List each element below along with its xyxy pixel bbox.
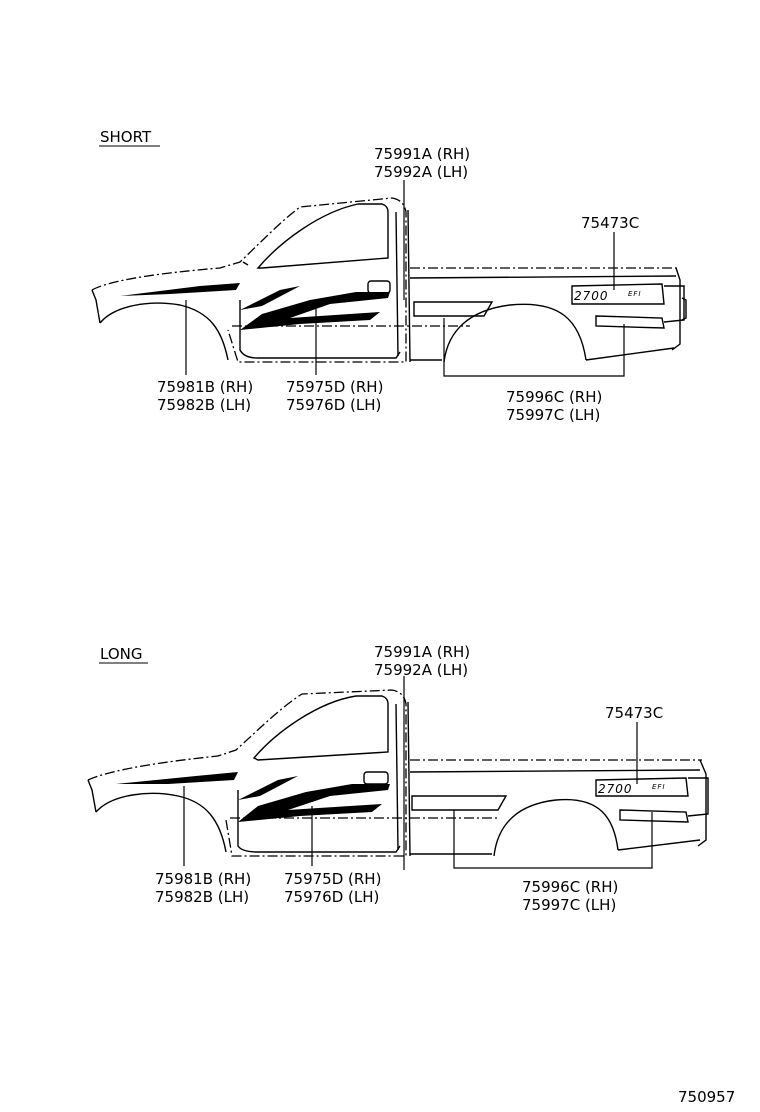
label-75991a-short: 75991A (RH) bbox=[374, 145, 470, 163]
label-75992a-long: 75992A (LH) bbox=[374, 661, 468, 679]
label-75975d-long: 75975D (RH) bbox=[284, 870, 381, 888]
leader-lines-short bbox=[185, 180, 625, 377]
label-75996c-long: 75996C (RH) bbox=[522, 878, 618, 896]
label-75996c-short: 75996C (RH) bbox=[506, 388, 602, 406]
truck-outline-long bbox=[87, 689, 709, 857]
label-75991a-long: 75991A (RH) bbox=[374, 643, 470, 661]
label-75976d-short: 75976D (LH) bbox=[286, 396, 381, 414]
leader-lines-long bbox=[183, 676, 653, 870]
label-75997c-long: 75997C (LH) bbox=[522, 896, 616, 914]
section-title-short: SHORT bbox=[100, 128, 152, 146]
label-75992a-short: 75992A (LH) bbox=[374, 163, 468, 181]
label-75473c-short: 75473C bbox=[581, 214, 639, 232]
section-title-long: LONG bbox=[100, 645, 142, 663]
label-75981b-long: 75981B (RH) bbox=[155, 870, 251, 888]
label-75982b-short: 75982B (LH) bbox=[157, 396, 251, 414]
emblem-2700-short: 2700 bbox=[574, 289, 609, 303]
diagram-code: 750957 bbox=[678, 1088, 735, 1106]
label-75976d-long: 75976D (LH) bbox=[284, 888, 379, 906]
label-75975d-short: 75975D (RH) bbox=[286, 378, 383, 396]
label-75981b-short: 75981B (RH) bbox=[157, 378, 253, 396]
label-75997c-short: 75997C (LH) bbox=[506, 406, 600, 424]
emblem-efi-long: EFI bbox=[652, 783, 666, 791]
emblem-efi-short: EFI bbox=[628, 290, 642, 298]
short-section: SHORT bbox=[91, 128, 687, 424]
long-section: LONG bbox=[87, 643, 709, 914]
label-75473c-long: 75473C bbox=[605, 704, 663, 722]
truck-outline-short bbox=[91, 197, 687, 363]
emblem-2700-long: 2700 bbox=[598, 782, 633, 796]
label-75982b-long: 75982B (LH) bbox=[155, 888, 249, 906]
